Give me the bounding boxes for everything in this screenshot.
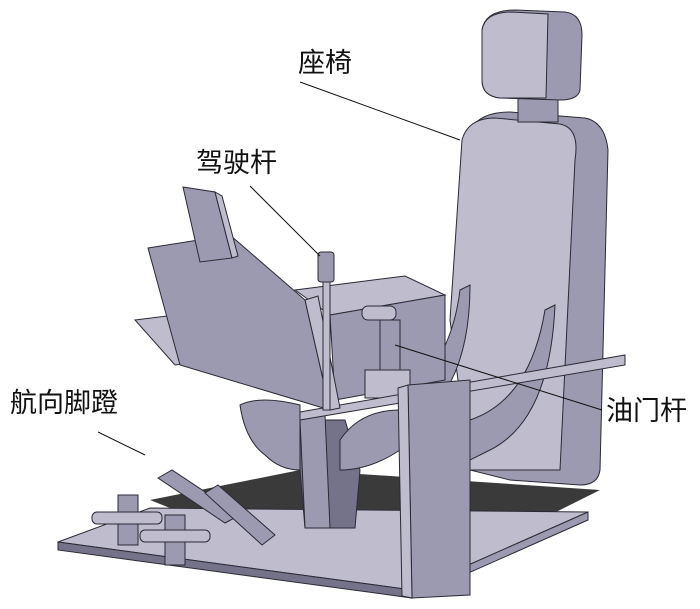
label-throttle-lever: 油门杆	[606, 396, 687, 427]
throttle-lever	[379, 319, 401, 376]
right-side-bracket	[339, 409, 401, 471]
stick-leader-line	[249, 185, 321, 257]
pedal-axle-left	[91, 511, 163, 525]
throttle-handle	[361, 305, 397, 321]
center-panel	[407, 379, 471, 599]
left-side-bracket	[239, 399, 301, 471]
throttle-leader-line	[394, 344, 603, 411]
ground-shadow	[150, 470, 600, 520]
support-column-front	[299, 414, 331, 529]
pedals-leader-line	[97, 431, 146, 456]
seat-leader-line	[299, 81, 461, 141]
panel-top-board-edge	[214, 190, 239, 259]
label-control-stick: 驾驶杆	[196, 148, 277, 179]
seat-pan-right	[469, 304, 556, 461]
label-seat: 座椅	[298, 48, 352, 79]
pedal-right	[204, 484, 276, 546]
control-stick-grip	[317, 251, 335, 283]
pedal-axle-right	[139, 529, 211, 543]
center-panel-edge	[397, 384, 413, 599]
label-rudder-pedals: 航向脚蹬	[10, 388, 118, 419]
headrest-post	[517, 95, 559, 123]
headrest-face	[481, 11, 549, 99]
control-stick-shaft	[322, 279, 331, 411]
instrument-panel	[147, 234, 331, 411]
